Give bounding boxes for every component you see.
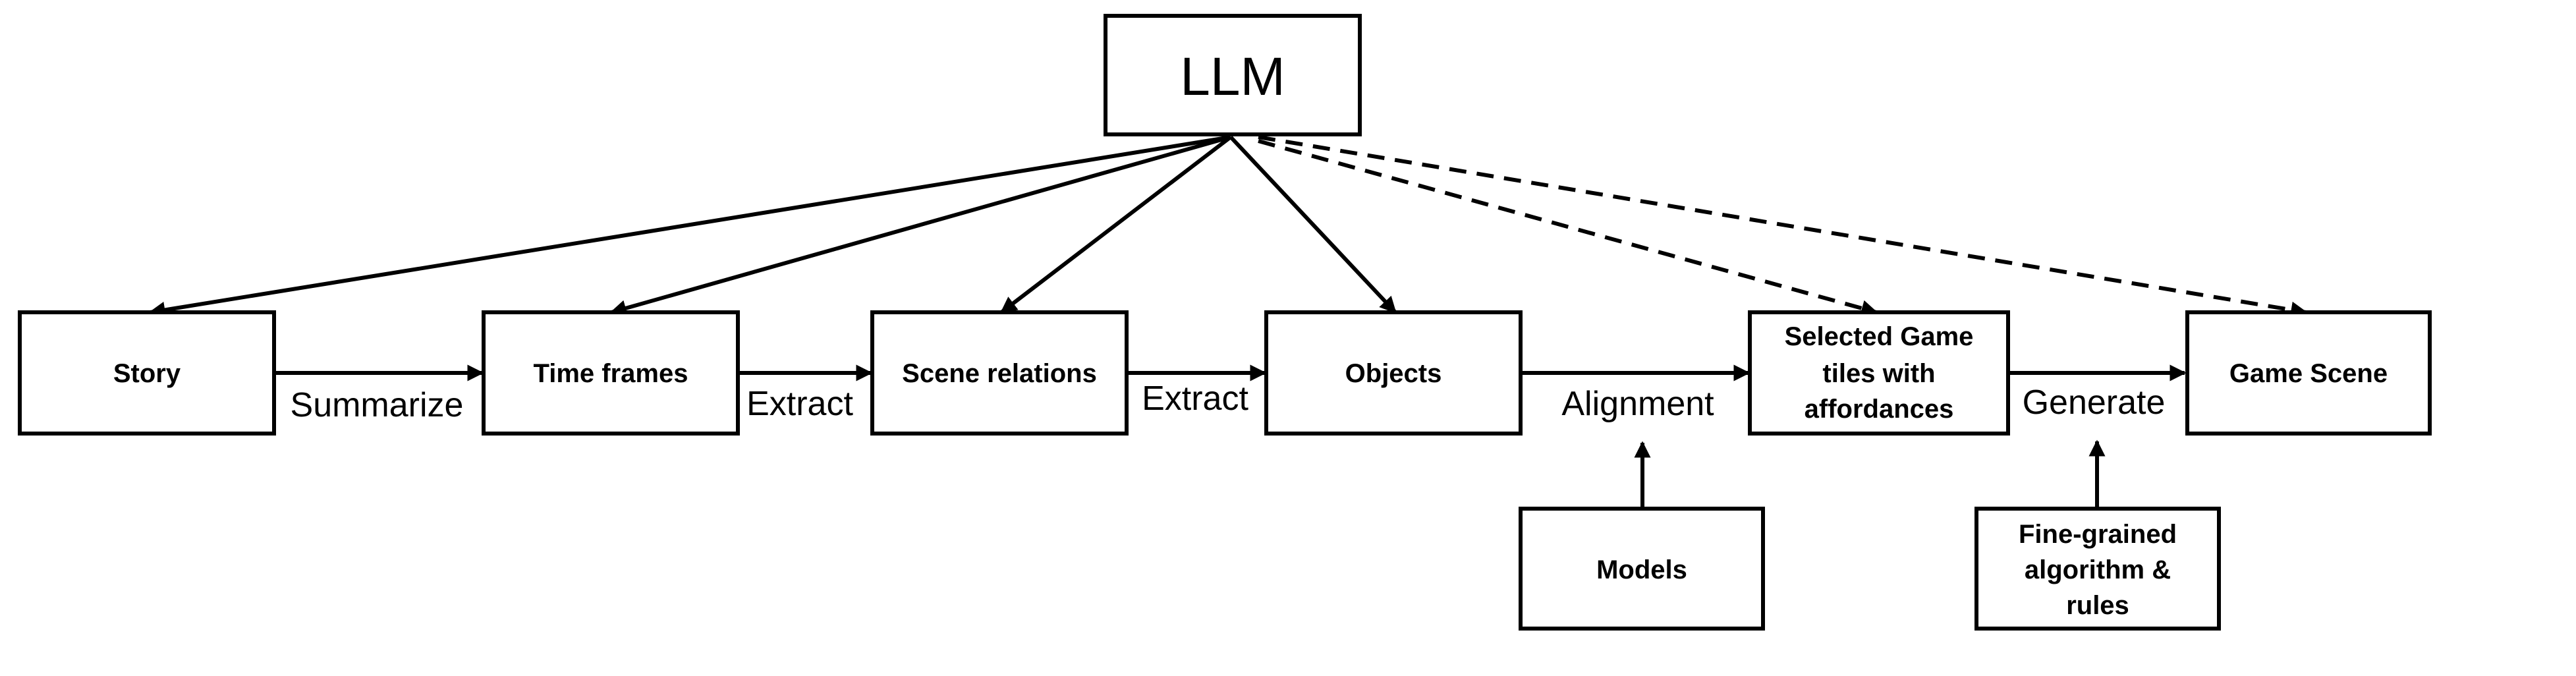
node-time-frames: Time frames — [482, 310, 740, 436]
edge-llm-to-time-frames — [609, 135, 1231, 316]
node-objects: Objects — [1264, 310, 1523, 436]
edge-llm-to-story — [148, 135, 1231, 318]
node-selected-game-tiles: Selected Game tiles with affordances — [1748, 310, 2010, 436]
edge-label-extract-2: Extract — [1142, 380, 1248, 418]
node-fine-grained-line-3: rules — [2066, 591, 2129, 620]
node-time-frames-label: Time frames — [534, 359, 688, 388]
edge-llm-to-scene-relations — [999, 135, 1232, 314]
node-fine-grained-line-2: algorithm & — [2025, 555, 2171, 584]
node-fine-grained-line-1: Fine-grained — [2019, 520, 2177, 549]
node-selected-game-tiles-line-1: Selected Game — [1785, 322, 1974, 351]
node-scene-relations-label: Scene relations — [902, 359, 1097, 388]
node-models: Models — [1519, 507, 1765, 631]
node-models-label: Models — [1596, 555, 1687, 584]
edge-llm-to-selected-game-tiles — [1258, 139, 1878, 317]
edge-label-summarize: Summarize — [291, 386, 464, 424]
edge-llm-to-game-scene — [1258, 135, 2308, 318]
node-objects-label: Objects — [1345, 359, 1442, 388]
node-game-scene: Game Scene — [2185, 310, 2432, 436]
node-llm-label: LLM — [1180, 47, 1285, 107]
edge-label-extract-1: Extract — [746, 385, 853, 423]
node-fine-grained: Fine-grained algorithm & rules — [1974, 507, 2221, 631]
node-scene-relations: Scene relations — [870, 310, 1129, 436]
node-selected-game-tiles-line-2: tiles with — [1822, 359, 1935, 388]
node-story: Story — [18, 310, 276, 436]
node-llm: LLM — [1104, 14, 1362, 136]
node-game-scene-label: Game Scene — [2229, 359, 2388, 388]
edge-llm-to-objects — [1229, 135, 1397, 314]
edge-label-generate: Generate — [2023, 383, 2166, 422]
node-story-label: Story — [113, 359, 181, 388]
node-selected-game-tiles-line-3: affordances — [1805, 395, 1954, 424]
edge-label-alignment: Alignment — [1561, 385, 1714, 423]
